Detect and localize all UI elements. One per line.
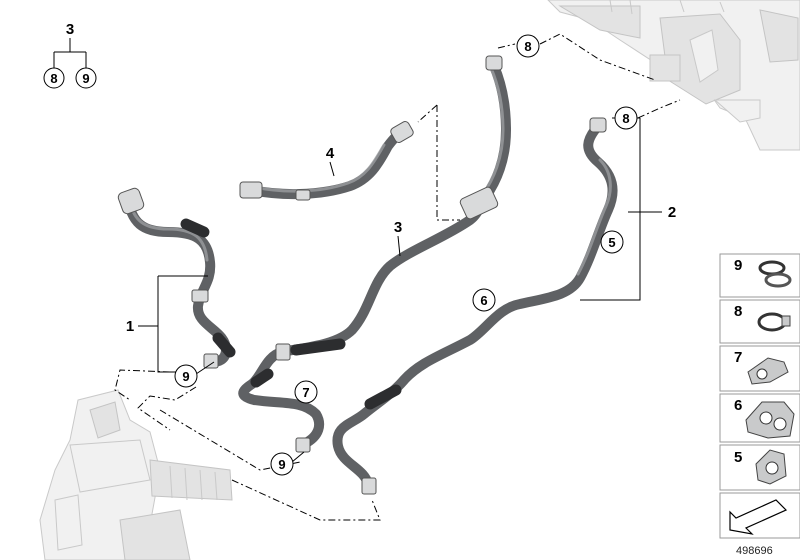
part-label-4: 4: [326, 145, 335, 162]
hose-clamp-pair-icon: [758, 260, 792, 288]
legend-number-9: 9: [734, 257, 742, 274]
legend-panel: 9 8 7 6 5: [719, 253, 800, 557]
part-callouts: 4 3 2 1: [126, 145, 676, 335]
hose-1: [117, 187, 236, 369]
part-label-3-tree: 3: [66, 21, 74, 38]
circle-label-8-right: 8: [622, 111, 629, 126]
legend-number-5: 5: [734, 449, 742, 466]
part-label-2: 2: [668, 204, 676, 221]
part-label-1: 1: [126, 318, 134, 335]
single-holder-icon: [755, 449, 787, 485]
hose-2: [332, 117, 618, 495]
circle-label-9-tree: 9: [82, 71, 89, 86]
circle-label-9-bottom: 9: [278, 457, 285, 472]
part-label-3: 3: [394, 219, 402, 236]
legend-number-6: 6: [734, 397, 742, 414]
hose-3: [238, 55, 511, 453]
circle-label-8-tree: 8: [50, 71, 57, 86]
legend-number-8: 8: [734, 303, 742, 320]
circle-label-7: 7: [302, 385, 309, 400]
assembly-tree: 3 8 9: [43, 21, 97, 89]
circle-label-9-left: 9: [182, 369, 189, 384]
hose-4: [239, 121, 414, 201]
ghost-heater-housing: [547, 0, 800, 151]
double-holder-icon: [745, 401, 795, 439]
reference-lines: [114, 33, 681, 521]
direction-arrow-icon: [729, 499, 788, 535]
ghost-pump-assembly: [39, 389, 233, 560]
figure-number: 498696: [736, 545, 773, 557]
holder-clip-icon: [747, 357, 789, 385]
leader-lines: [138, 117, 662, 463]
circle-label-8-top: 8: [524, 39, 531, 54]
hose-clamp-icon: [757, 312, 791, 332]
circle-label-5: 5: [608, 235, 615, 250]
legend-number-7: 7: [734, 349, 742, 366]
circle-callouts: 8 8 5 6 7 9 9: [174, 34, 638, 476]
circle-label-6: 6: [480, 293, 487, 308]
